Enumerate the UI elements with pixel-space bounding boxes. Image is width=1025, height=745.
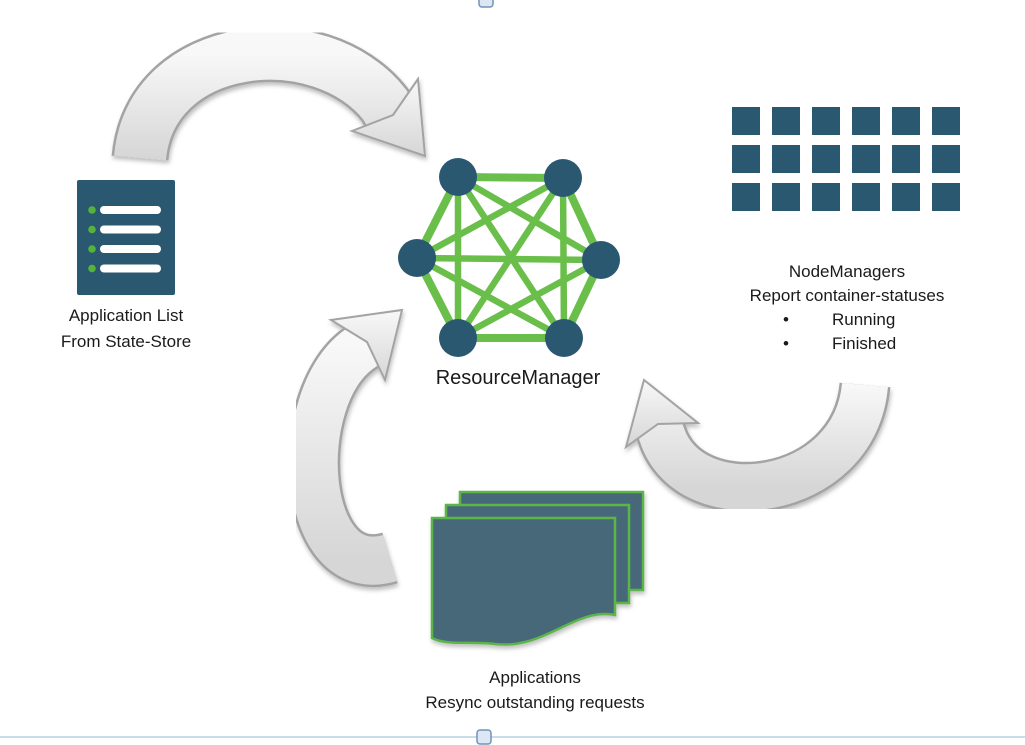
nodemanagers-label-line1: NodeManagers [788,262,906,281]
nodemanagers-label: NodeManagers Report container-statuses •… [687,260,1007,356]
application-list-label: Application List From State-Store [16,303,236,355]
arrowhead-icon [349,76,427,158]
slide-resize-handle-bottom[interactable] [476,729,492,745]
slide-resize-handle-top[interactable] [478,0,494,8]
network-node [545,319,583,357]
nodemanagers-bullet-running: • Running [687,308,1007,332]
document-front [430,516,617,646]
applications-label-line1: Applications [489,668,581,687]
applications-label-line2: Resync outstanding requests [425,693,645,712]
application-list-label-line1: Application List [68,306,184,325]
applications-documents-icon [430,490,645,646]
bullet-icon: • [783,310,789,329]
nodemanagers-label-line2: Report container-statuses [749,286,945,305]
network-node [439,319,477,357]
network-node [439,158,477,196]
resourcemanager-label: ResourceManager [435,367,601,389]
applications-label: Applications Resync outstanding requests [370,665,700,715]
application-list-icon [77,180,175,295]
applications-to-rm-arrow [287,308,404,587]
arrowhead-icon [328,308,404,383]
network-node [398,239,436,277]
network-node [582,241,620,279]
state-store-to-rm-arrow [111,25,427,163]
network-node [544,159,582,197]
arrowhead-icon [624,378,701,450]
nodemanagers-bullet-finished: • Finished [687,332,1007,356]
application-list-label-line2: From State-Store [60,332,192,351]
bullet-icon: • [783,334,789,353]
nodemanagers-grid-icon [732,107,960,211]
resourcemanager-network-icon [398,158,620,357]
nodemanagers-to-rm-arrow [624,378,891,513]
